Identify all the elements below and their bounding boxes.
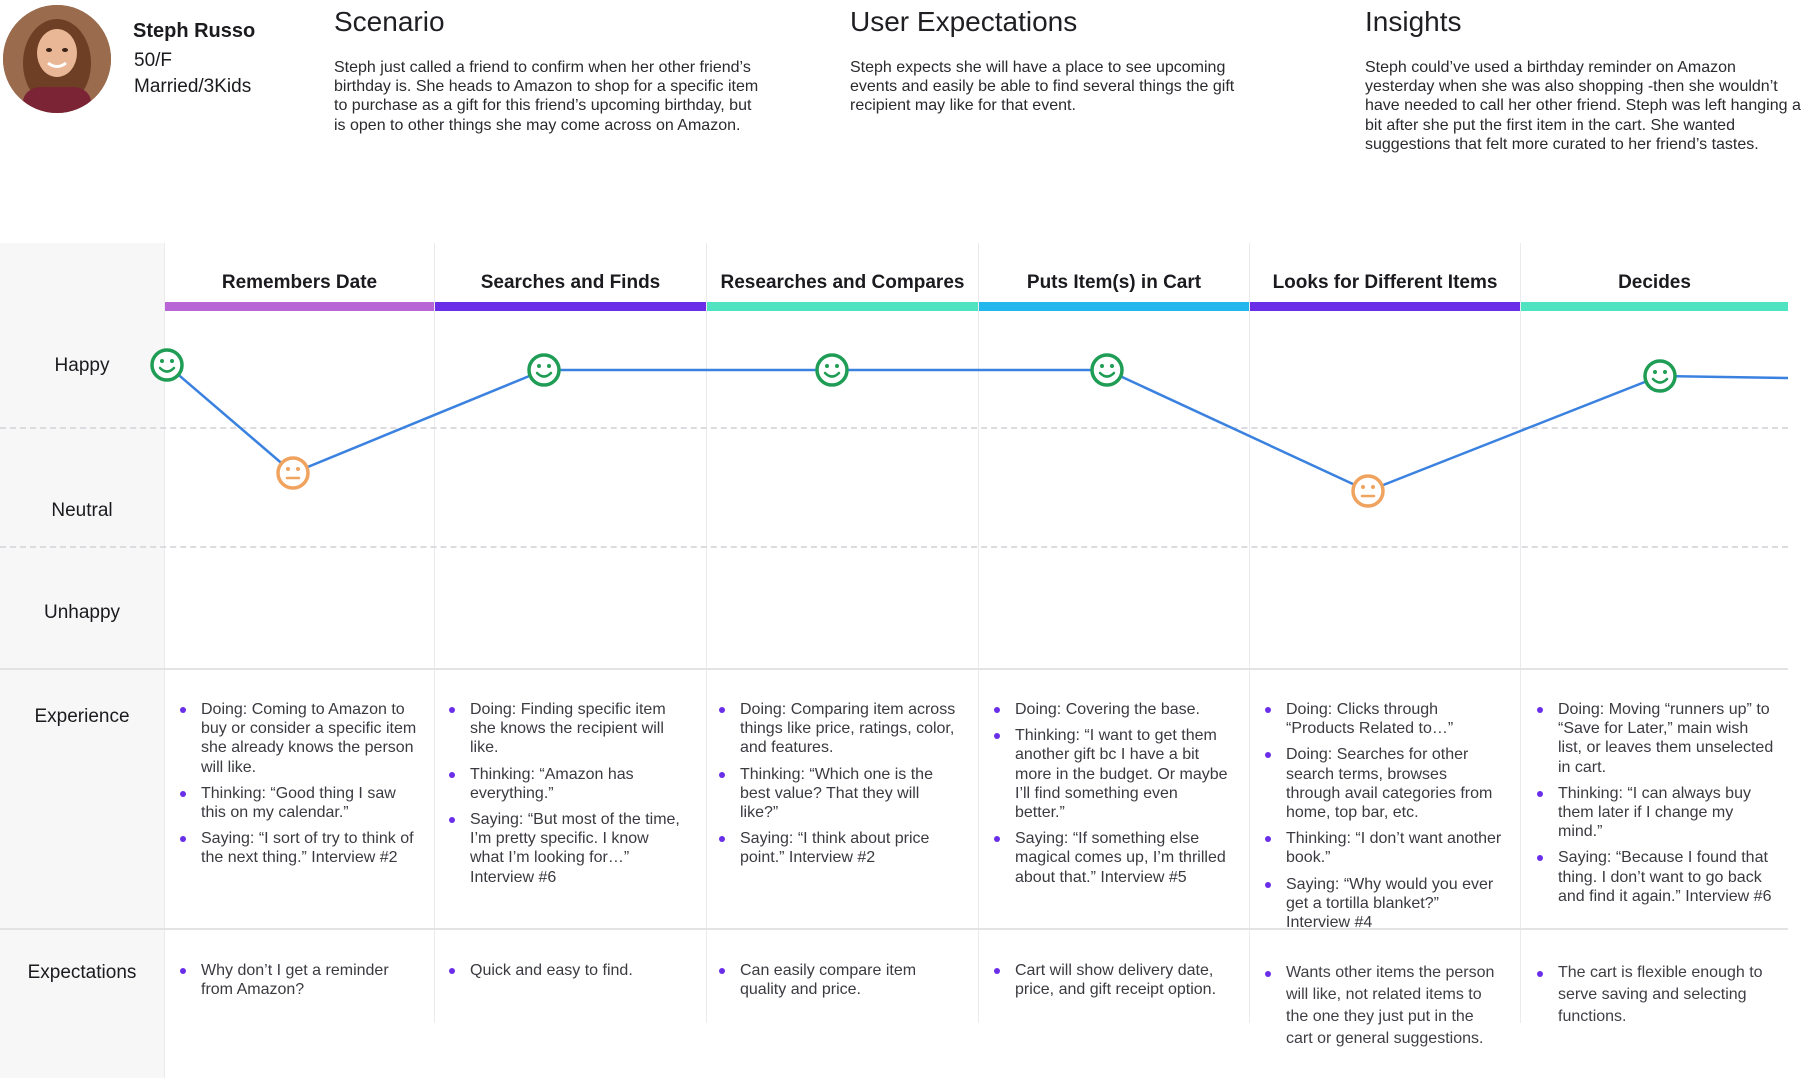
stage-bar-puts-items-in-cart (979, 302, 1249, 311)
stage-looks-for-different-items: Looks for Different Items (1250, 258, 1520, 308)
smiley-neutral-icon (1351, 474, 1385, 508)
smiley-happy-icon (815, 353, 849, 387)
expectation-cell-5: Wants other items the person will like, … (1262, 962, 1502, 1050)
column-divider (164, 243, 165, 1078)
experience-item: Doing: Covering the base. (991, 700, 1231, 719)
experience-cell-2: Doing: Finding specific item she knows t… (446, 700, 686, 894)
experience-item: Doing: Searches for other search terms, … (1262, 745, 1502, 822)
smiley-happy-icon (1090, 353, 1124, 387)
expectation-item: Why don’t I get a reminder from Amazon? (177, 961, 417, 999)
column-divider (1520, 243, 1521, 1023)
persona-name: Steph Russo (133, 20, 256, 42)
row-label-expectations: Expectations (27, 962, 137, 983)
column-divider (706, 243, 707, 1023)
row-label-experience: Experience (34, 706, 130, 727)
column-divider (1249, 243, 1250, 1023)
experience-item: Saying: “I sort of try to think of the n… (177, 829, 417, 867)
insights-body: Steph could’ve used a birthday reminder … (1365, 59, 1801, 153)
experience-item: Doing: Finding specific item she knows t… (446, 700, 686, 758)
experience-item: Thinking: “Amazon has everything.” (446, 765, 686, 803)
experience-cell-5: Doing: Clicks through “Products Related … (1262, 700, 1502, 939)
expectation-cell-4: Cart will show delivery date, price, and… (991, 961, 1231, 999)
expectation-cell-2: Quick and easy to find. (446, 961, 686, 980)
persona-status: Married/3Kids (134, 76, 252, 97)
stage-remembers-date: Remembers Date (165, 258, 434, 308)
row-label-happy: Happy (54, 355, 110, 376)
experience-item: Thinking: “Which one is the best value? … (716, 765, 956, 823)
smiley-neutral-icon (276, 456, 310, 490)
stage-bar-researches-and-compares (707, 302, 978, 311)
user-expectations-title: User Expectations (850, 6, 1078, 37)
experience-item: Doing: Coming to Amazon to buy or consid… (177, 700, 417, 777)
experience-cell-1: Doing: Coming to Amazon to buy or consid… (177, 700, 417, 875)
experience-item: Thinking: “Good thing I saw this on my c… (177, 784, 417, 822)
smiley-happy-icon (1643, 359, 1677, 393)
stage-bar-searches-and-finds (435, 302, 706, 311)
row-label-neutral: Neutral (51, 500, 113, 521)
experience-item: Saying: “Because I found that thing. I d… (1534, 848, 1774, 906)
expectation-item: Wants other items the person will like, … (1262, 962, 1502, 1050)
stage-bar-decides (1521, 302, 1788, 311)
scenario-title: Scenario (334, 6, 445, 37)
expectation-item: Quick and easy to find. (446, 961, 686, 980)
expectation-item: Cart will show delivery date, price, and… (991, 961, 1231, 999)
smiley-happy-icon (150, 348, 184, 382)
row-label-unhappy: Unhappy (43, 602, 121, 623)
experience-item: Saying: “But most of the time, I’m prett… (446, 810, 686, 887)
expectation-cell-1: Why don’t I get a reminder from Amazon? (177, 961, 417, 999)
persona-age-gender: 50/F (134, 50, 173, 71)
smiley-happy-icon (527, 353, 561, 387)
user-expectations-body: Steph expects she will have a place to s… (850, 59, 1235, 115)
experience-item: Doing: Comparing item across things like… (716, 700, 956, 758)
insights-title: Insights (1365, 6, 1462, 37)
stage-bar-looks-for-different-items (1250, 302, 1520, 311)
section-divider (0, 668, 1788, 670)
section-divider (0, 928, 1788, 930)
expectation-cell-3: Can easily compare item quality and pric… (716, 961, 956, 999)
experience-item: Saying: “Why would you ever get a tortil… (1262, 875, 1502, 933)
column-divider (978, 243, 979, 1023)
stage-researches-and-compares: Researches and Compares (707, 258, 978, 308)
experience-item: Thinking: “I can always buy them later i… (1534, 784, 1774, 842)
stage-searches-and-finds: Searches and Finds (435, 258, 706, 308)
experience-item: Doing: Moving “runners up” to “Save for … (1534, 700, 1774, 777)
emotion-divider (0, 427, 1788, 429)
experience-item: Saying: “If something else magical comes… (991, 829, 1231, 887)
emotion-line (166, 364, 1789, 493)
experience-cell-4: Doing: Covering the base. Thinking: “I wa… (991, 700, 1231, 894)
experience-item: Doing: Clicks through “Products Related … (1262, 700, 1502, 738)
column-divider (434, 243, 435, 1023)
expectation-cell-6: The cart is flexible enough to serve sav… (1534, 962, 1774, 1028)
experience-cell-6: Doing: Moving “runners up” to “Save for … (1534, 700, 1774, 913)
scenario-body: Steph just called a friend to confirm wh… (334, 59, 759, 134)
row-label-column (0, 243, 164, 1078)
expectation-item: Can easily compare item quality and pric… (716, 961, 956, 999)
stage-bar-remembers-date (165, 302, 434, 311)
experience-item: Thinking: “I want to get them another gi… (991, 726, 1231, 822)
expectation-item: The cart is flexible enough to serve sav… (1534, 962, 1774, 1028)
stage-decides: Decides (1521, 258, 1788, 308)
persona-photo (3, 5, 111, 113)
emotion-divider (0, 546, 1788, 548)
experience-item: Thinking: “I don’t want another book.” (1262, 829, 1502, 867)
persona-avatar (3, 5, 111, 113)
experience-item: Saying: “I think about price point.” Int… (716, 829, 956, 867)
stage-puts-items-in-cart: Puts Item(s) in Cart (979, 258, 1249, 308)
experience-cell-3: Doing: Comparing item across things like… (716, 700, 956, 875)
